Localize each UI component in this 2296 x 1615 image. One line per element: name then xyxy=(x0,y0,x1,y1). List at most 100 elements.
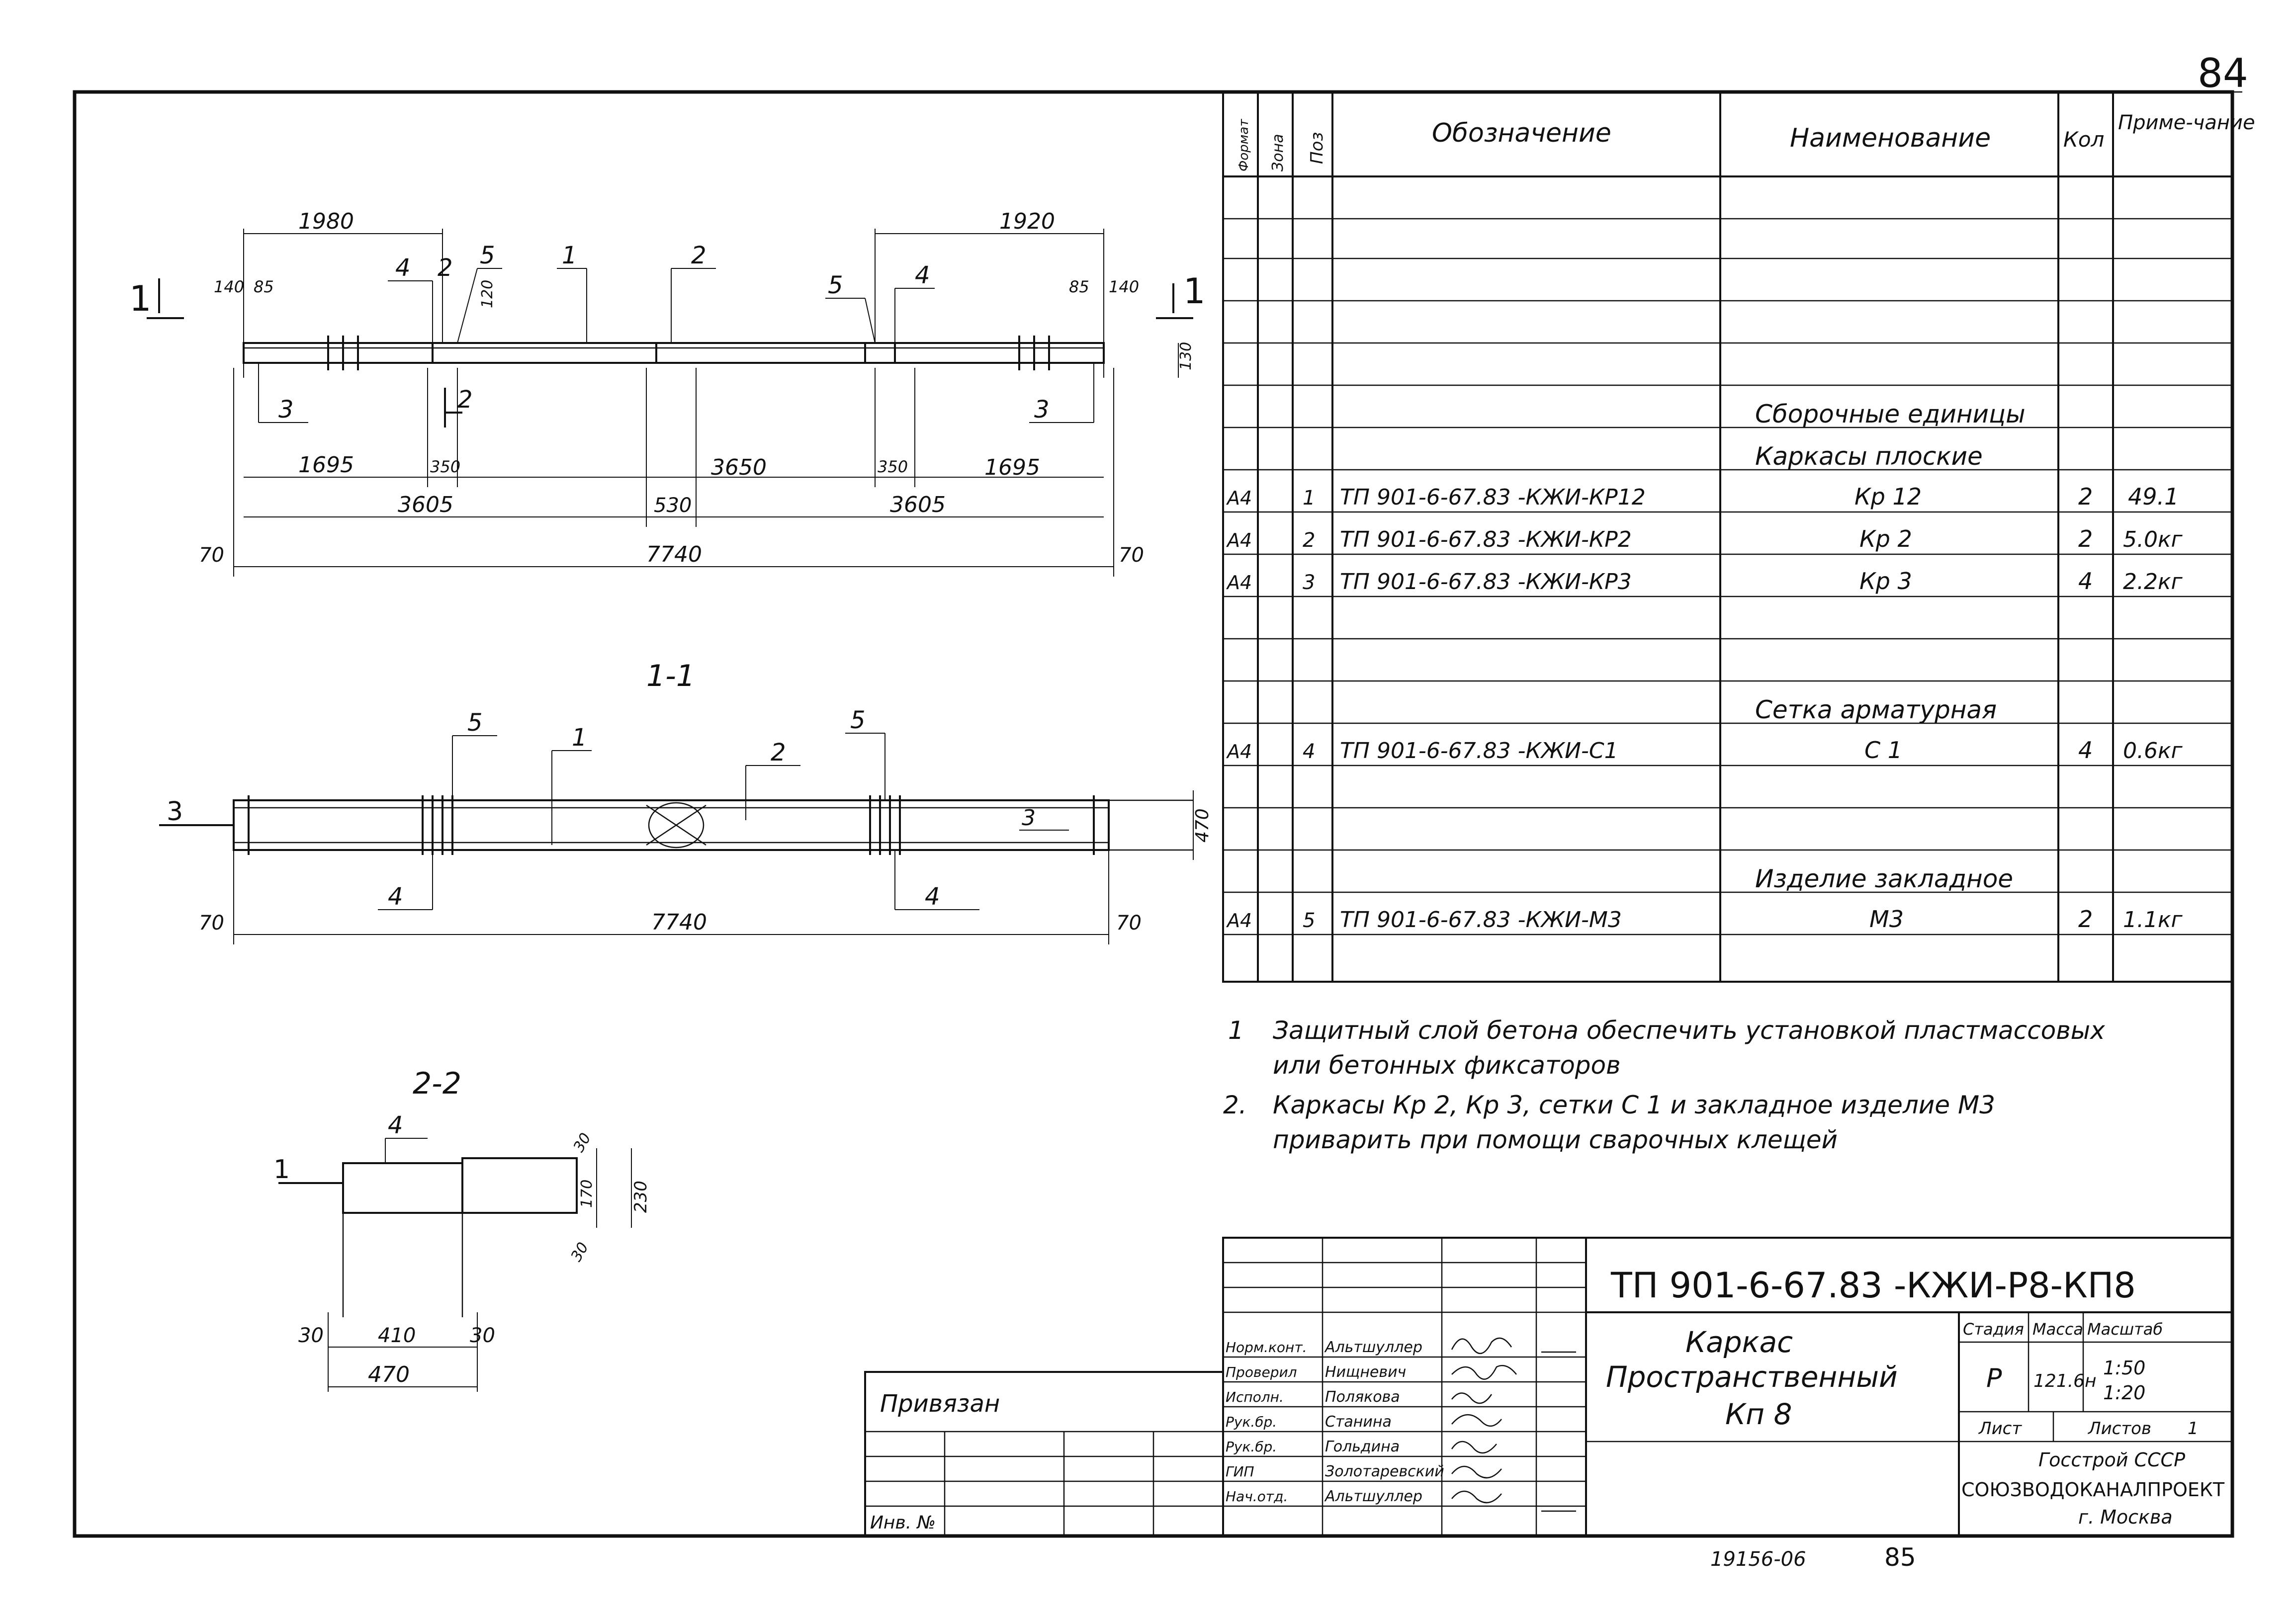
spec-header-format: Формат xyxy=(1236,119,1251,171)
note-1-continuation: или бетонных фиксаторов xyxy=(1273,1051,1621,1080)
plan-callout-3-left: 3 xyxy=(278,396,294,424)
spec-row: А4 3 ТП 901-6-67.83 -КЖИ-КР3 Кр 3 4 2.2к… xyxy=(1226,568,2183,595)
spec-cell-format: А4 xyxy=(1226,529,1252,551)
linked-block: Привязан Инв. № xyxy=(864,1371,1224,1537)
signer-name: Гольдина xyxy=(1325,1438,1400,1455)
s11-callout-3-left: 3 xyxy=(167,797,183,827)
s11-callout-4-right: 4 xyxy=(925,883,940,911)
note-1-number: 1 xyxy=(1228,1016,1244,1045)
sheet-number: 84 xyxy=(2198,50,2248,96)
signer-name: Альтшуллер xyxy=(1324,1339,1422,1356)
org-line-1: Госстрой СССР xyxy=(2038,1449,2185,1471)
spec-cell-note: 5.0кг xyxy=(2123,527,2183,552)
spec-cell-name: Кр 12 xyxy=(1854,483,1922,510)
dim-plan-1695-right: 1695 xyxy=(984,455,1040,480)
spec-header-name: Наименование xyxy=(1790,123,1991,153)
dim-plan-total: 7740 xyxy=(646,542,702,567)
section-1-1-title: 1-1 xyxy=(646,659,695,693)
spec-cell-note: 1.1кг xyxy=(2123,907,2183,933)
spec-row: А4 1 ТП 901-6-67.83 -КЖИ-КР12 Кр 12 2 49… xyxy=(1226,483,2179,510)
signer-role: ГИП xyxy=(1226,1463,1254,1480)
spec-cell-format: А4 xyxy=(1226,572,1252,594)
s11-callout-4-left: 4 xyxy=(388,883,403,911)
s11-callout-5-right: 5 xyxy=(850,706,866,734)
doc-code: ТП 901-6-67.83 -КЖИ-Р8-КП8 xyxy=(1610,1265,2136,1306)
dim-plan-small-2: 85 xyxy=(254,277,274,296)
note-2-continuation: приварить при помощи сварочных клещей xyxy=(1273,1125,1838,1154)
spec-group-assembly: Сборочные единицы xyxy=(1755,400,2026,428)
dim-s22-width: 470 xyxy=(368,1362,410,1387)
section-mark-right: 1 xyxy=(1183,271,1206,312)
dim-s11-edge-left: 70 xyxy=(199,912,224,935)
dim-s22-bottom-30-left: 30 xyxy=(298,1324,324,1347)
dim-plan-350-left: 350 xyxy=(430,457,460,476)
spec-row: А4 5 ТП 901-6-67.83 -КЖИ-М3 М3 2 1.1кг xyxy=(1226,906,2183,933)
spec-table: Формат Зона Поз Обозначение Наименование… xyxy=(1222,91,2255,983)
spec-cell-qty: 4 xyxy=(2078,568,2093,595)
note-2-text: Каркасы Кр 2, Кр 3, сетки С 1 и закладно… xyxy=(1273,1091,1995,1119)
dim-plan-530: 530 xyxy=(654,494,692,517)
signer-name: Полякова xyxy=(1325,1388,1400,1406)
spec-cell-format: А4 xyxy=(1226,741,1252,763)
spec-group-embedded: Изделие закладное xyxy=(1755,864,2013,893)
mass-value: 121.6н xyxy=(2033,1371,2097,1391)
spec-cell-pos: 2 xyxy=(1303,529,1315,552)
spec-row: А4 2 ТП 901-6-67.83 -КЖИ-КР2 Кр 2 2 5.0к… xyxy=(1226,525,2183,552)
dim-plan-edge-right: 70 xyxy=(1119,544,1144,567)
title-line-2: Пространственный xyxy=(1606,1360,1898,1394)
dim-plan-small-1: 140 xyxy=(214,277,244,296)
scale-label: Масштаб xyxy=(2087,1320,2163,1339)
note-1-text: Защитный слой бетона обеспечить установк… xyxy=(1273,1016,2105,1045)
signer-name: Станина xyxy=(1325,1413,1392,1431)
plan-callout-3-right: 3 xyxy=(1034,396,1050,424)
title-line-1: Каркас xyxy=(1685,1325,1793,1359)
spec-cell-qty: 2 xyxy=(2078,483,2093,510)
spec-cell-designation: ТП 901-6-67.83 -КЖИ-КР12 xyxy=(1340,485,1646,510)
spec-cell-designation: ТП 901-6-67.83 -КЖИ-С1 xyxy=(1340,738,1618,764)
dim-plan-small-3: 85 xyxy=(1069,277,1089,296)
title-block: ТП 901-6-67.83 -КЖИ-Р8-КП8 Каркас Простр… xyxy=(1222,1237,2233,1537)
spec-cell-name: С 1 xyxy=(1864,737,1902,764)
spec-cell-name: М3 xyxy=(1869,906,1904,933)
notes: 1 Защитный слой бетона обеспечить устано… xyxy=(1223,1016,2105,1154)
dim-plan-350-right: 350 xyxy=(878,457,908,476)
title-line-3: Кп 8 xyxy=(1725,1397,1792,1431)
sheet-frame xyxy=(73,90,2234,1538)
plan-callout-5-right: 5 xyxy=(828,271,843,299)
s11-callout-2: 2 xyxy=(771,739,786,766)
plan-callout-4-left: 4 xyxy=(395,254,411,282)
spec-cell-designation: ТП 901-6-67.83 -КЖИ-М3 xyxy=(1340,907,1622,933)
signer-role: Нач.отд. xyxy=(1226,1488,1288,1505)
spec-row: А4 4 ТП 901-6-67.83 -КЖИ-С1 С 1 4 0.6кг xyxy=(1226,737,2183,764)
dim-s22-bottom-410: 410 xyxy=(378,1324,416,1347)
dim-plan-3605-left: 3605 xyxy=(398,492,453,517)
section-2-2: 2-2 4 1 30 170 30 230 30 410 30 470 xyxy=(273,1066,651,1392)
plan-view: 1980 1920 140 85 85 140 120 130 1 1 4 2 … xyxy=(129,209,1206,577)
plan-callout-1: 1 xyxy=(562,242,577,269)
spec-cell-pos: 3 xyxy=(1303,571,1315,594)
spec-header-qty: Кол xyxy=(2063,127,2104,152)
scale-value-2: 1:20 xyxy=(2103,1382,2145,1404)
spec-cell-qty: 4 xyxy=(2078,737,2093,764)
spec-cell-note: 49.1 xyxy=(2128,483,2179,510)
stage-label: Стадия xyxy=(1963,1320,2024,1339)
sheets-label: Листов xyxy=(2087,1419,2151,1439)
inventory-label: Инв. № xyxy=(870,1513,936,1533)
dim-plan-3650: 3650 xyxy=(711,455,767,480)
dim-s22-230: 230 xyxy=(631,1181,651,1213)
note-2-number: 2. xyxy=(1223,1091,1247,1119)
s22-callout-1: 1 xyxy=(273,1155,290,1185)
section-1-1: 1-1 470 5 1 2 5 4 4 3 3 xyxy=(159,659,1213,944)
dim-plan-small-4: 140 xyxy=(1109,277,1139,296)
signer-name: Нищневич xyxy=(1325,1363,1406,1381)
spec-cell-name: Кр 3 xyxy=(1859,568,1912,595)
spec-cell-pos: 1 xyxy=(1303,487,1315,510)
spec-cell-qty: 2 xyxy=(2078,906,2093,933)
sheet-label: Лист xyxy=(1978,1419,2022,1439)
mass-label: Масса xyxy=(2032,1320,2083,1339)
dim-s22-30-bottom: 30 xyxy=(568,1239,592,1265)
s11-callout-1: 1 xyxy=(572,724,587,752)
spec-cell-pos: 4 xyxy=(1303,740,1315,763)
dim-plan-right-top: 1920 xyxy=(999,209,1055,234)
